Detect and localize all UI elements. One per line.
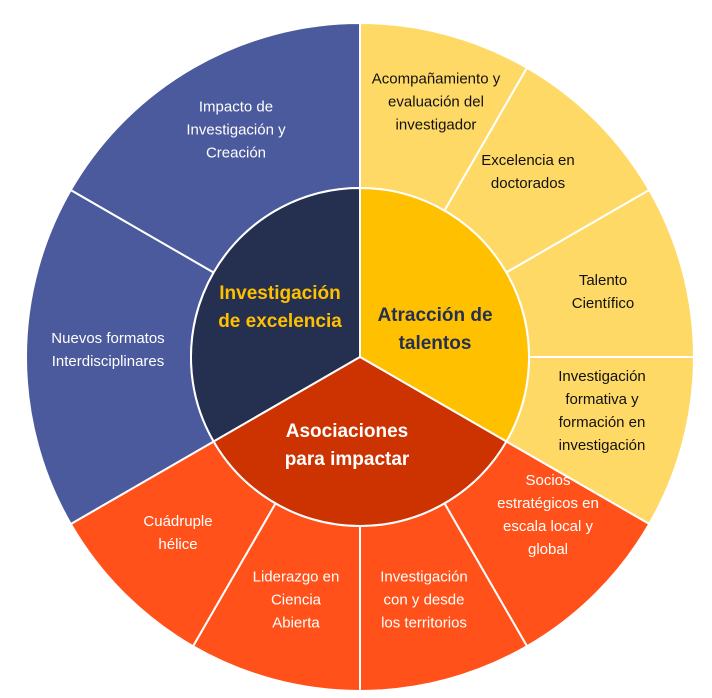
- inner-segment-investigacion-excelencia: [190, 186, 361, 443]
- label-impacto-investigacion: Impacto de Investigación y Creación: [186, 98, 286, 162]
- label-cuadruple-helice: Cuádruple hélice: [143, 513, 213, 553]
- label-acompanamiento: Acompañamiento y evaluación del investig…: [371, 70, 501, 134]
- label-excelencia-doctorados: Excelencia en doctorados: [481, 152, 575, 192]
- inner-segment-asociaciones-impactar: [212, 355, 508, 527]
- inner-segment-atraccion-talentos: [359, 186, 530, 443]
- label-socios-estrategicos: Socios estratégicos en escala local y gl…: [497, 472, 599, 558]
- label-investigacion-territorios: Investigación con y desde los territorio…: [380, 568, 468, 632]
- label-investigacion-formativa: Investigación formativa y formación en i…: [558, 368, 646, 454]
- label-investigacion-excelencia: Investigación de excelencia: [218, 283, 342, 332]
- label-nuevos-formatos: Nuevos formatos Interdisciplinares: [51, 330, 165, 370]
- label-asociaciones-impactar: Asociaciones para impactar: [284, 421, 410, 470]
- label-talento-cientifico: Talento Científico: [571, 272, 635, 312]
- label-liderazgo-ciencia-abierta: Liderazgo en Ciencia Abierta: [252, 568, 340, 632]
- label-atraccion-talentos: Atracción de talentos: [377, 305, 493, 354]
